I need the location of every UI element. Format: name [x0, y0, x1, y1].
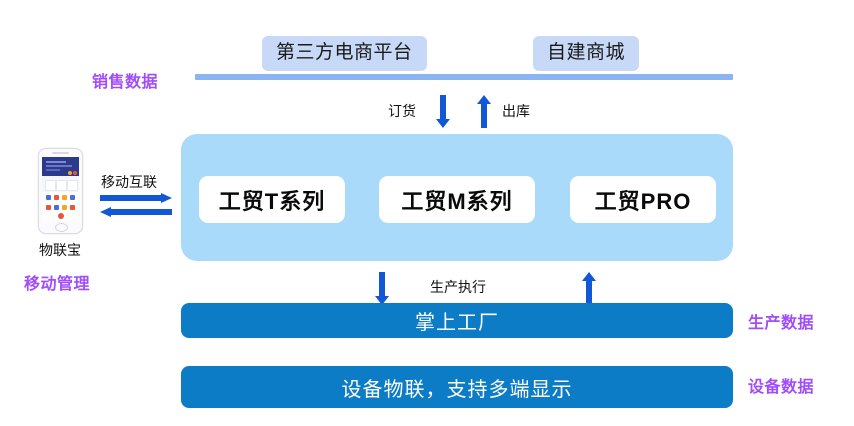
phone-grid-icon — [70, 205, 75, 210]
phone-home-button — [55, 223, 68, 232]
arrow-shaft — [110, 209, 172, 215]
arrow-head — [582, 272, 596, 281]
phone-header-line — [46, 169, 60, 171]
phone-app-header — [42, 157, 79, 176]
arrow-right-mobile-internet — [100, 193, 172, 203]
phone-grid-icon — [46, 195, 51, 200]
smartphone-icon — [38, 148, 83, 234]
label-equipment-data: 设备数据 — [748, 379, 815, 396]
phone-header-line — [46, 161, 66, 163]
phone-header-dot — [68, 171, 72, 175]
phone-card-row — [42, 176, 79, 192]
arrow-shaft — [100, 195, 162, 201]
label-device-name: 物联宝 — [39, 242, 81, 258]
phone-mini-card — [67, 180, 78, 191]
arrow-left-mobile-internet — [100, 207, 172, 217]
phone-grid-icon — [62, 195, 67, 200]
phone-grid-icon — [70, 195, 75, 200]
phone-screen — [42, 157, 79, 221]
product-card-gongmao-pro[interactable]: 工贸PRO — [570, 176, 716, 223]
label-sales-data: 销售数据 — [92, 74, 159, 91]
flow-label-mobile-internet: 移动互联 — [101, 174, 157, 190]
phone-grid-icon-active — [58, 213, 64, 219]
sales-bus-line — [195, 74, 733, 80]
phone-speaker — [52, 152, 69, 154]
arrow-shaft — [440, 95, 446, 119]
phone-icon-grid — [42, 192, 79, 221]
arrow-shaft — [586, 281, 592, 305]
arrow-head — [375, 296, 389, 305]
arrow-head — [477, 95, 491, 104]
flow-label-order: 订货 — [388, 103, 416, 119]
arrow-shaft — [481, 104, 487, 128]
arrow-shaft — [379, 272, 385, 296]
arrow-head — [436, 119, 450, 128]
flow-label-production-execution: 生产执行 — [430, 279, 486, 295]
arrow-head — [100, 207, 111, 217]
phone-grid-icon — [62, 205, 67, 210]
phone-mini-card — [45, 180, 56, 191]
bar-palm-factory[interactable]: 掌上工厂 — [181, 303, 733, 338]
channel-chip-third-party: 第三方电商平台 — [262, 36, 427, 71]
phone-mini-card — [56, 180, 67, 191]
phone-grid-icon — [46, 205, 51, 210]
bar-equipment-iot[interactable]: 设备物联，支持多端显示 — [181, 366, 733, 408]
label-mobile-management: 移动管理 — [24, 276, 91, 293]
phone-grid-icon — [54, 205, 59, 210]
phone-grid-icon — [54, 195, 59, 200]
arrow-head — [161, 193, 172, 203]
phone-header-dot — [73, 171, 77, 175]
flow-label-outbound: 出库 — [502, 103, 530, 119]
channel-chip-self-built: 自建商城 — [533, 36, 640, 71]
label-production-data: 生产数据 — [748, 315, 815, 332]
product-card-gongmao-t[interactable]: 工贸T系列 — [199, 176, 345, 223]
phone-header-line — [46, 165, 72, 167]
product-card-gongmao-m[interactable]: 工贸M系列 — [379, 176, 535, 223]
